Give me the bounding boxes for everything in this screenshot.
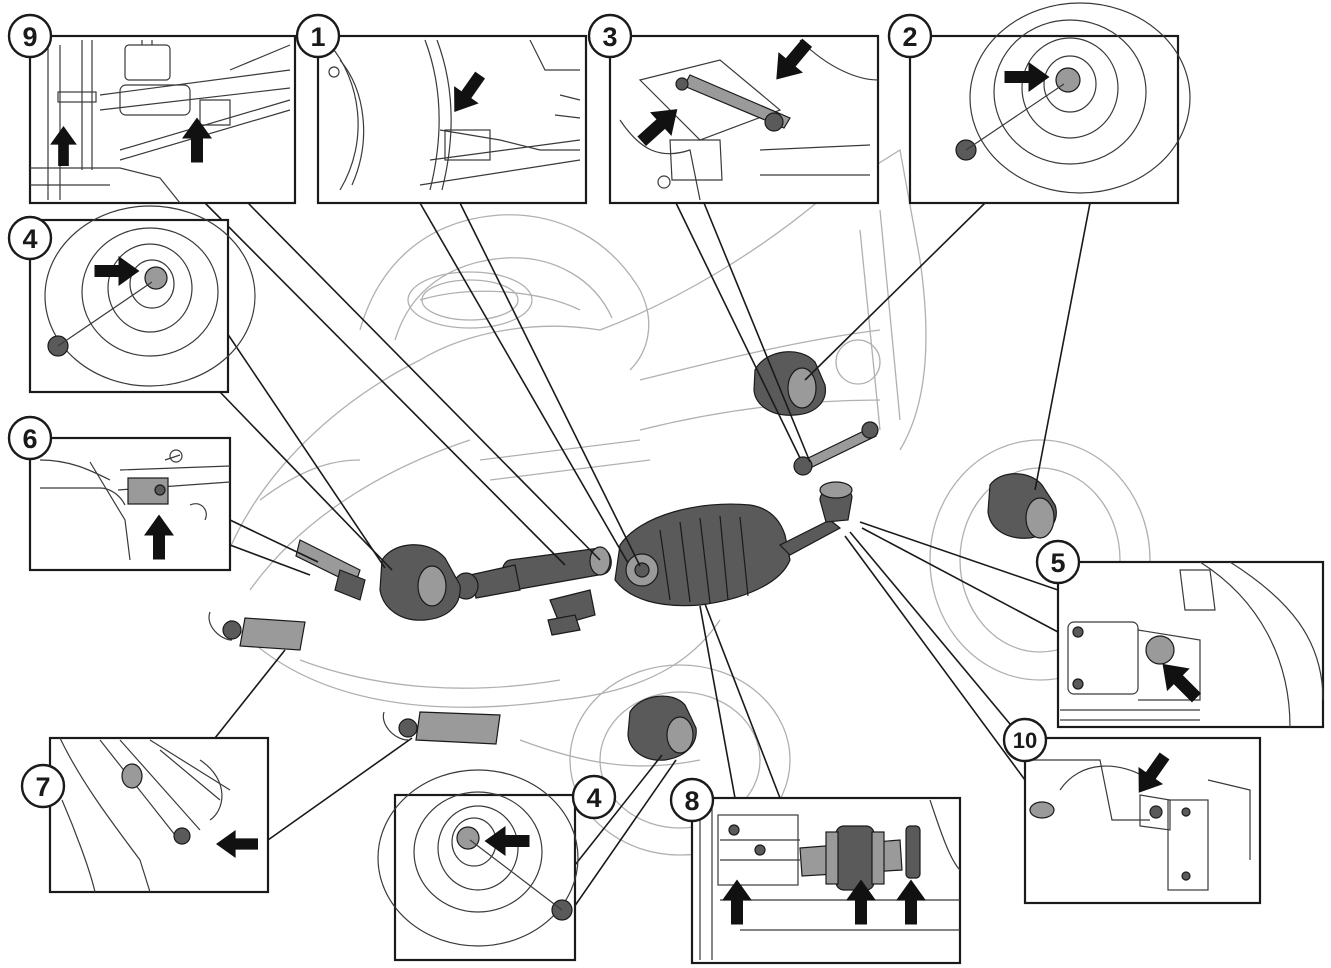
detail-panel-2 bbox=[908, 2, 1191, 205]
callout-3: 3 bbox=[587, 13, 633, 59]
detail-panel-3 bbox=[608, 32, 880, 205]
bottom-deck-lever bbox=[382, 711, 501, 745]
leader-lines bbox=[204, 202, 1091, 911]
detail-panel-7 bbox=[48, 736, 270, 894]
callout-7: 7 bbox=[20, 763, 66, 809]
callout-10: 10 bbox=[1002, 717, 1048, 763]
detail-panel-8 bbox=[690, 796, 962, 965]
callout-label: 1 bbox=[310, 22, 325, 52]
callout-label: 4 bbox=[586, 783, 601, 813]
callout-4-bottom: 4 bbox=[571, 774, 617, 820]
left-deck-lever bbox=[208, 611, 306, 651]
detail-panel-10 bbox=[1023, 736, 1262, 905]
detail-panel-4-bottom bbox=[377, 769, 579, 962]
callout-label: 3 bbox=[602, 22, 617, 52]
callout-label: 8 bbox=[684, 786, 699, 816]
callout-label: 6 bbox=[22, 424, 37, 454]
transmission-gearbox bbox=[614, 503, 791, 607]
callout-label: 2 bbox=[902, 22, 917, 52]
callout-8: 8 bbox=[669, 777, 715, 823]
callout-9: 9 bbox=[7, 13, 53, 59]
callout-4-top: 4 bbox=[7, 215, 53, 261]
callout-label: 9 bbox=[22, 22, 37, 52]
detail-panel-4-top bbox=[28, 205, 256, 394]
detail-panel-5 bbox=[1056, 560, 1325, 729]
callout-6: 6 bbox=[7, 415, 53, 461]
callout-2: 2 bbox=[887, 13, 933, 59]
callout-label: 5 bbox=[1050, 548, 1065, 578]
callout-label: 7 bbox=[35, 772, 50, 802]
detail-panel-9 bbox=[28, 34, 297, 205]
detail-panel-1 bbox=[316, 34, 588, 205]
callout-label: 10 bbox=[1013, 728, 1037, 753]
callout-5: 5 bbox=[1035, 539, 1081, 585]
left-rear-hub bbox=[379, 544, 461, 621]
right-front-hub bbox=[987, 473, 1057, 539]
callout-label: 4 bbox=[22, 224, 37, 254]
detail-panel-6 bbox=[28, 436, 232, 572]
rear-wheel-knob bbox=[627, 695, 697, 761]
callout-1: 1 bbox=[295, 13, 341, 59]
